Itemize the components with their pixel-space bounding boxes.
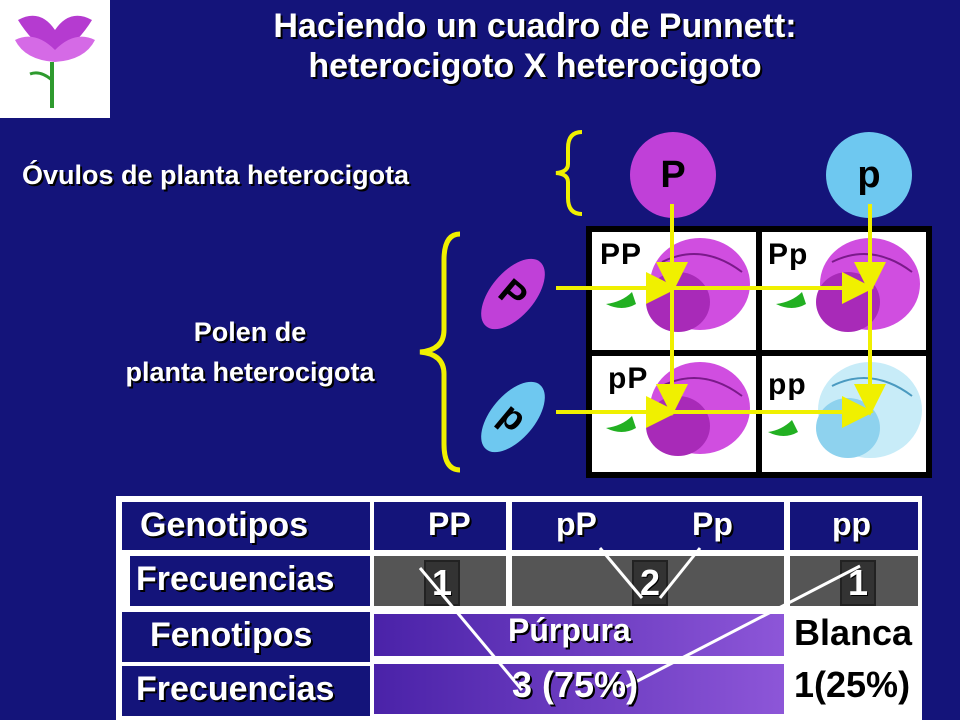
ovule-allele-p: p	[826, 132, 912, 218]
frequencies-label-1: Frecuencias	[136, 560, 335, 598]
pollen-allele-P: P	[478, 254, 548, 334]
punnett-genotype: PP	[600, 238, 643, 271]
frequency-PP: 1	[424, 560, 460, 606]
title-line-2: heterocigoto X heterocigoto	[308, 47, 762, 85]
genotype-PP: PP	[428, 506, 471, 542]
pollen-allele-p: p	[478, 376, 548, 458]
arrow-icon	[556, 204, 886, 428]
genotype-cell-bg	[790, 502, 918, 550]
label-cell-bg	[122, 612, 370, 662]
phenotype-white-frequency: 1(25%)	[794, 664, 911, 705]
genotypes-label: Genotipos	[140, 506, 309, 544]
phenotype-purple-freq-bar	[374, 664, 784, 714]
genotype-pp: pp	[832, 506, 872, 542]
phenotype-purple: Púrpura	[508, 612, 631, 648]
label-cell-bg	[122, 502, 370, 550]
phenotype-purple-bar	[374, 614, 784, 656]
phenotype-purple-frequency: 3 (75%)	[512, 664, 639, 705]
phenotype-white: Blanca	[794, 612, 913, 653]
ovules-brace-icon	[555, 130, 583, 216]
genotype-pP: pP	[556, 506, 597, 542]
pollen-label: Polen de planta heterocigota	[70, 312, 430, 392]
frequency-heterozygous: 2	[632, 560, 668, 606]
sweet-pea-logo-icon	[15, 15, 95, 108]
punnett-genotype: Pp	[768, 238, 809, 271]
ovule-allele-P: P	[630, 132, 716, 218]
label-cell-bg	[122, 666, 370, 716]
pollen-brace-icon	[419, 231, 461, 473]
punnett-genotype: pp	[768, 368, 807, 401]
label-cell-bg	[130, 556, 370, 606]
genotype-cell-bg	[512, 502, 784, 550]
ovules-label: Óvulos de planta heterocigota	[22, 160, 410, 190]
frequency-pp: 1	[840, 560, 876, 606]
logo	[0, 0, 110, 118]
phenotypes-label: Fenotipos	[150, 616, 313, 654]
page-title: Haciendo un cuadro de Punnett: heterocig…	[110, 6, 960, 86]
genotype-Pp: Pp	[692, 506, 733, 542]
genotype-cell-bg	[374, 502, 506, 550]
title-line-1: Haciendo un cuadro de Punnett:	[273, 7, 797, 45]
punnett-genotype: pP	[608, 362, 649, 395]
pollen-label-line-1: Polen de	[193, 317, 307, 347]
frequencies-label-2: Frecuencias	[136, 670, 335, 708]
pollen-label-line-2: planta heterocigota	[125, 357, 375, 387]
